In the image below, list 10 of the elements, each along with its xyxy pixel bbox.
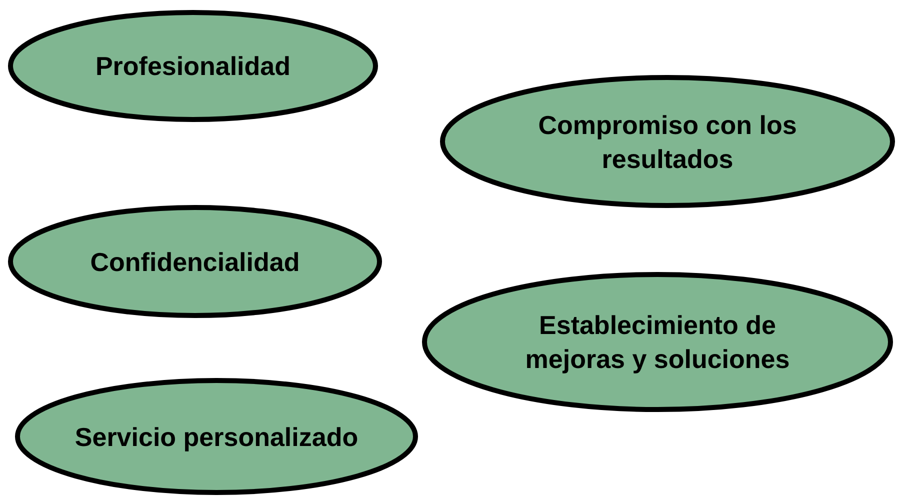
node-text: Confidencialidad <box>90 246 300 278</box>
oval-node <box>440 75 895 208</box>
node-text: Profesionalidad <box>95 50 291 83</box>
oval-node <box>8 10 378 122</box>
node-text: Compromiso con los resultados <box>537 108 798 176</box>
oval-node <box>422 272 893 412</box>
node-text: Servicio personalizado <box>74 420 358 454</box>
node-text: Establecimiento de mejoras y soluciones <box>524 309 791 376</box>
oval-node <box>8 205 382 318</box>
oval-node <box>15 378 418 495</box>
